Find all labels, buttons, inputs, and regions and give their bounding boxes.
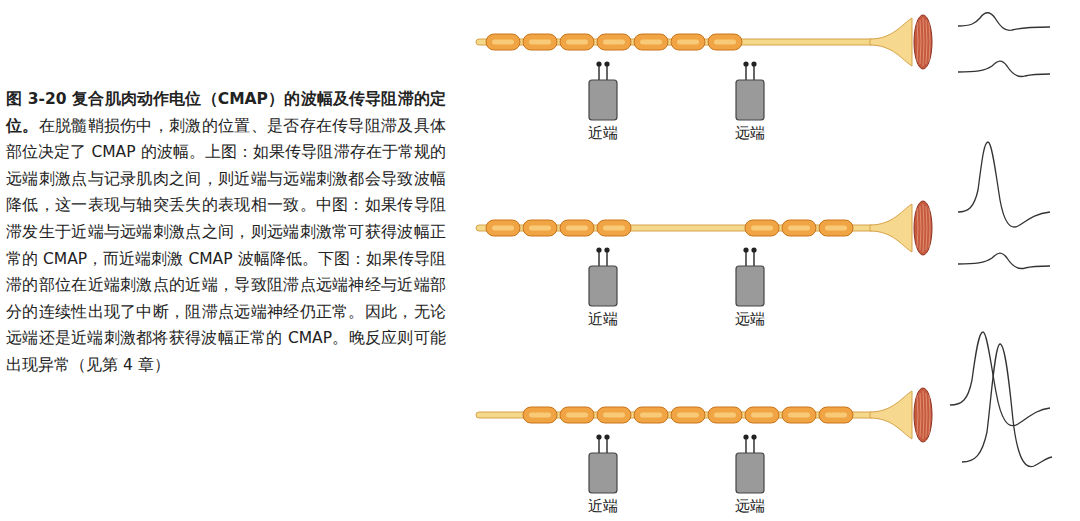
- figure-caption: 图 3-20 复合肌肉动作电位（CMAP）的波幅及传导阻滞的定位。在脱髓鞘损伤中…: [6, 86, 446, 379]
- electrode-label: 近端: [588, 124, 618, 142]
- electrode-label: 近端: [588, 310, 618, 328]
- caption-text: 在脱髓鞘损伤中，刺激的位置、是否存在传导阻滞及具体部位决定了 CMAP 的波幅。…: [6, 117, 446, 374]
- electrode-label: 远端: [735, 497, 765, 515]
- electrode-label: 近端: [588, 497, 618, 515]
- electrode-label: 远端: [735, 310, 765, 328]
- electrode-label: 远端: [735, 124, 765, 142]
- cmap-waveforms: [950, 13, 1052, 467]
